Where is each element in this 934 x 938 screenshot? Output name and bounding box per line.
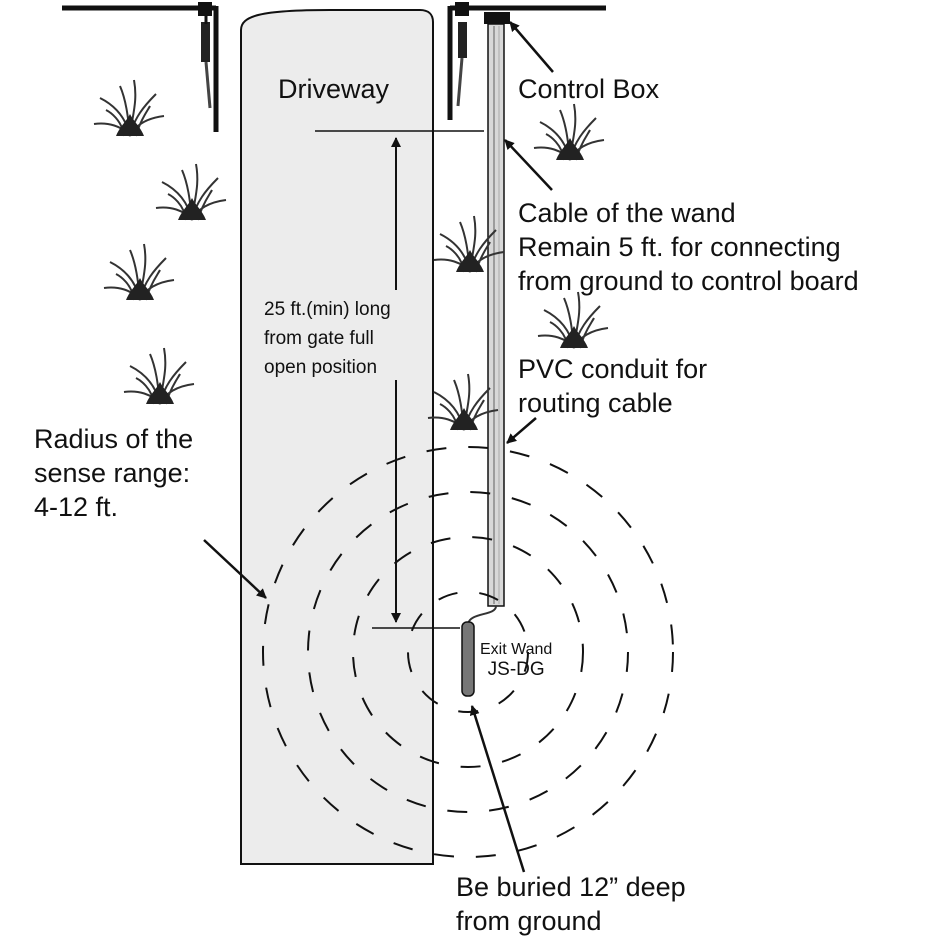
cable-of-wand-line-3: from ground to control board <box>518 266 859 296</box>
conduit-arrow <box>506 417 537 444</box>
distance-line-1: 25 ft.(min) long <box>264 299 391 320</box>
radius-arrow <box>203 539 267 599</box>
grass-tuft-icon <box>533 103 605 161</box>
buried-line-1: Be buried 12” deep <box>456 872 686 902</box>
radius-label: Radius of the sense range: 4-12 ft. <box>34 422 193 524</box>
driveway-strip <box>240 9 434 865</box>
cable-arrow <box>504 139 553 191</box>
exit-wand-label: Exit Wand JS-DG <box>480 640 552 680</box>
buried-line-2: from ground <box>456 906 602 936</box>
pvc-conduit-line-1: PVC conduit for <box>518 354 708 384</box>
pvc-conduit-label: PVC conduit for routing cable <box>518 352 707 420</box>
radius-line-1: Radius of the <box>34 424 194 454</box>
cable-of-wand-label: Cable of the wand Remain 5 ft. for conne… <box>518 196 859 298</box>
grass-tuft-icon <box>103 243 175 301</box>
gate-right <box>447 2 606 120</box>
distance-label: 25 ft.(min) long from gate full open pos… <box>264 295 391 382</box>
driveway-label: Driveway <box>278 74 390 104</box>
grass-tuft-icon <box>537 291 609 349</box>
cable-of-wand-line-1: Cable of the wand <box>518 198 736 228</box>
exit-wand-line-2: JS-DG <box>487 659 545 680</box>
sense-range-rings <box>262 446 674 858</box>
gate-left <box>62 2 219 132</box>
distance-line-3: open position <box>264 357 378 378</box>
cable-of-wand-line-2: Remain 5 ft. for connecting <box>518 232 841 262</box>
pvc-conduit <box>487 23 505 607</box>
grass-tuft-icon <box>155 163 227 221</box>
radius-line-3: 4-12 ft. <box>34 492 119 522</box>
radius-line-2: sense range: <box>34 458 191 488</box>
grass-tuft-icon <box>123 347 195 405</box>
buried-arrow <box>469 705 526 873</box>
control-box-icon <box>484 12 510 24</box>
control-box-label: Control Box <box>518 74 660 104</box>
pvc-conduit-line-2: routing cable <box>518 388 673 418</box>
distance-line-2: from gate full <box>264 328 374 349</box>
buried-label: Be buried 12” deep from ground <box>456 870 686 938</box>
control-box-arrow <box>509 21 554 73</box>
grass-tuft-icon <box>93 79 165 137</box>
wand-cable <box>467 605 497 625</box>
exit-wand-line-1: Exit Wand <box>480 641 553 658</box>
exit-wand <box>461 621 475 697</box>
